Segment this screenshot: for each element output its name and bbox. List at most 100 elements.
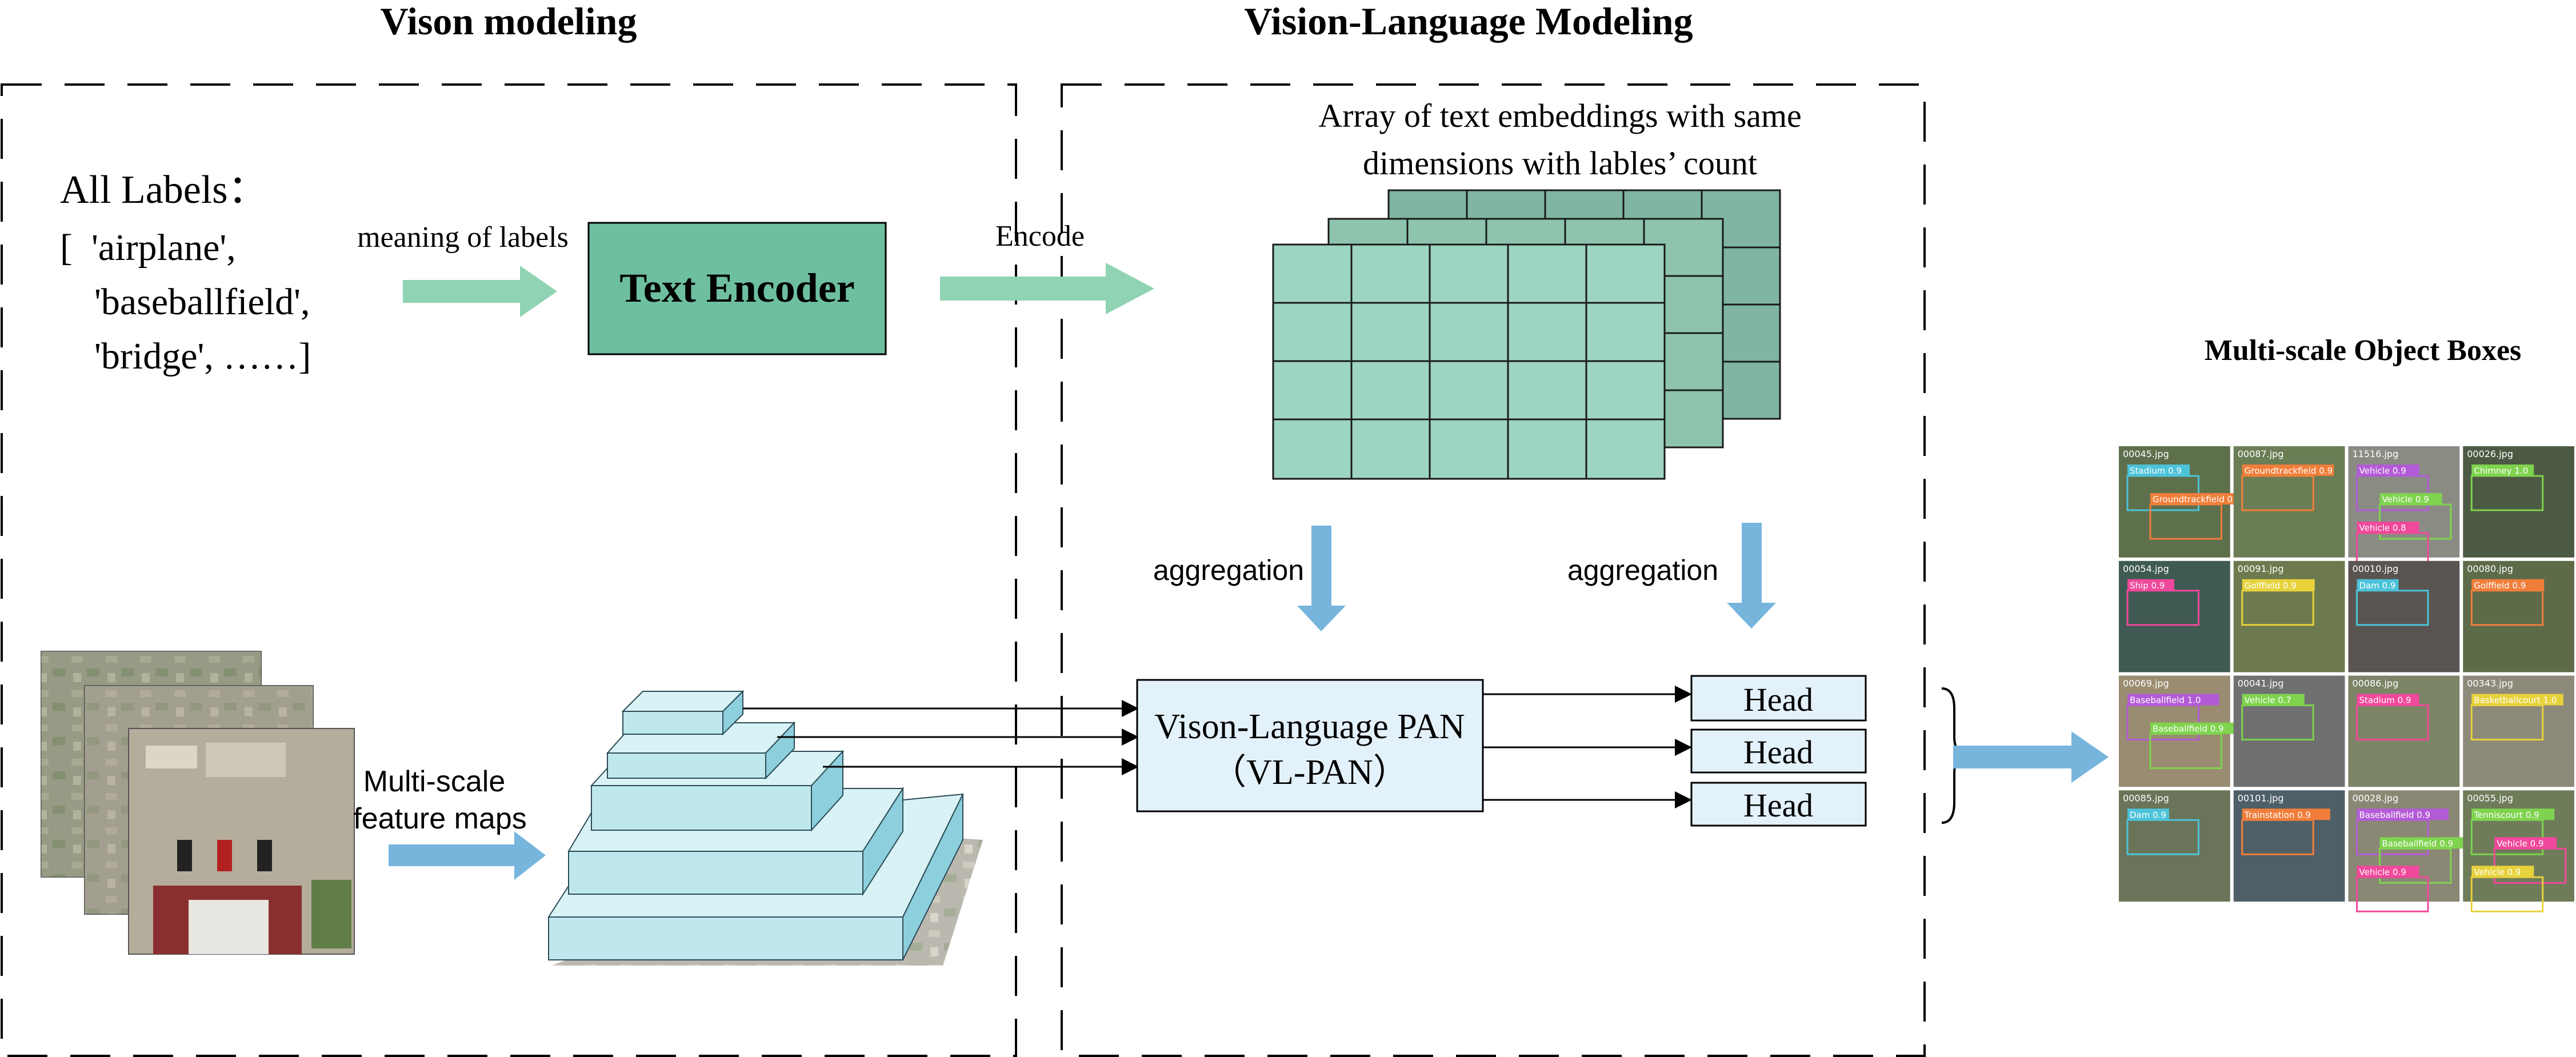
aggregation-left-arrow [1297, 526, 1346, 631]
aggregation-right-label: aggregation [1567, 554, 1718, 586]
detection-tile-filename: 00055.jpg [2467, 792, 2513, 803]
detection-label: Baseballfield 1.0 [2130, 695, 2201, 706]
detection-label-background [2471, 866, 2534, 878]
detection-tile-filename: 00028.jpg [2353, 792, 2399, 803]
detection-label-background [2471, 579, 2545, 591]
detection-label: Dam 0.9 [2130, 810, 2166, 820]
detection-tile-image [2233, 560, 2345, 672]
encode-label: Encode [995, 220, 1085, 253]
detection-label-background [2150, 722, 2242, 734]
detection-label: Groundtrackfield 0.9 [2245, 466, 2333, 476]
aerial-image-stack [41, 651, 355, 955]
text-encoder-box [587, 222, 887, 355]
detection-tile-image [2463, 560, 2574, 672]
text-encoder-label: Text Encoder [619, 265, 854, 311]
aggregation-right-arrow [1727, 523, 1776, 628]
head-label-1: Head [1743, 681, 1813, 718]
output-arrow [1953, 731, 2109, 783]
feature-maps-line-1: Multi-scale [363, 765, 506, 798]
detection-tile-filename: 00086.jpg [2353, 678, 2399, 689]
vl-modeling-title: Vision-Language Modeling [1244, 0, 1693, 43]
embedding-grid-front [1272, 243, 1666, 480]
detection-label: Baseballfield 0.9 [2153, 724, 2224, 734]
detection-label-background [2494, 837, 2557, 849]
detection-label: Vehicle 0.9 [2359, 867, 2406, 877]
labels-line-1: [ 'airplane', [60, 227, 236, 269]
detection-tile-filename: 00026.jpg [2467, 449, 2513, 459]
detection-label-background [2127, 694, 2219, 706]
detection-tile-image [2119, 790, 2230, 902]
detection-tile-filename: 00091.jpg [2238, 563, 2284, 574]
meaning-arrow [403, 266, 557, 317]
detection-tile-image [2348, 675, 2460, 787]
detection-label: Vehicle 0.8 [2359, 523, 2406, 533]
detection-tile-filename: 00045.jpg [2123, 449, 2169, 459]
labels-header: All Labels： [60, 168, 268, 212]
detection-label-background [2379, 837, 2472, 849]
detection-tile-filename: 00041.jpg [2238, 678, 2284, 689]
detection-label: Vehicle 0.7 [2245, 695, 2291, 706]
head-label-3: Head [1743, 787, 1813, 824]
detection-label: Vehicle 0.9 [2497, 838, 2543, 848]
embeddings-caption-line-1: Array of text embeddings with same [1318, 97, 1802, 134]
detection-label: Vehicle 0.9 [2474, 867, 2521, 877]
detection-label: Baseballfield 0.9 [2382, 838, 2454, 848]
output-title: Multi-scale Object Boxes [2205, 334, 2522, 367]
detection-tile-image [2348, 560, 2460, 672]
detection-label: Vehicle 0.9 [2359, 466, 2406, 476]
detection-label: Basketballcourt 1.0 [2474, 695, 2557, 706]
detection-tile-filename: 00343.jpg [2467, 678, 2513, 689]
head-box-2 [1690, 728, 1867, 774]
detection-label: Baseballfield 0.9 [2359, 810, 2431, 820]
detection-tile-filename: 00054.jpg [2123, 563, 2169, 574]
detection-label-background [2357, 522, 2419, 533]
encode-arrow [940, 263, 1154, 314]
detection-label: Trainstation 0.9 [2244, 810, 2311, 820]
detection-label-background [2471, 465, 2534, 476]
detection-tile-image [2463, 675, 2574, 787]
detection-label-background [2242, 465, 2334, 476]
detection-label: Golffield 0.9 [2474, 580, 2526, 591]
detection-label: Stadium 0.9 [2130, 466, 2182, 476]
detection-tile-filename: 11516.jpg [2353, 449, 2399, 459]
detection-tile-image [2233, 446, 2345, 558]
head-label-2: Head [1743, 734, 1813, 771]
vl-pan-line-1: Vison-Language PAN [1154, 707, 1465, 746]
detection-label-background [2150, 493, 2242, 505]
vision-modeling-title: Vison modeling [380, 0, 637, 43]
detection-tile-image [2463, 446, 2574, 558]
detection-tile-image [2119, 560, 2230, 672]
feature-maps-line-2: feature maps [353, 802, 527, 835]
detection-label: Groundtrackfield 0.9 [2153, 494, 2241, 505]
vl-modeling-frame [1061, 83, 1926, 1057]
detection-label-background [2357, 808, 2449, 820]
feature-maps-arrow [389, 831, 546, 880]
detection-tile-image [2233, 790, 2345, 902]
head-box-3 [1690, 782, 1867, 827]
detection-label-background [2127, 808, 2169, 820]
detection-label: Ship 0.9 [2130, 580, 2165, 591]
detection-label: Golffield 0.9 [2245, 580, 2297, 591]
detection-label-background [2357, 866, 2419, 878]
detection-tile-filename: 00087.jpg [2238, 449, 2284, 459]
detection-tile-filename: 00010.jpg [2353, 563, 2399, 574]
feature-pyramid [547, 690, 983, 966]
detection-label: Tenniscourt 0.9 [2473, 810, 2539, 820]
detection-label-background [2471, 694, 2563, 706]
detection-tile-image [2233, 675, 2345, 787]
detection-label-background [2242, 579, 2315, 591]
detection-label-background [2242, 808, 2330, 820]
